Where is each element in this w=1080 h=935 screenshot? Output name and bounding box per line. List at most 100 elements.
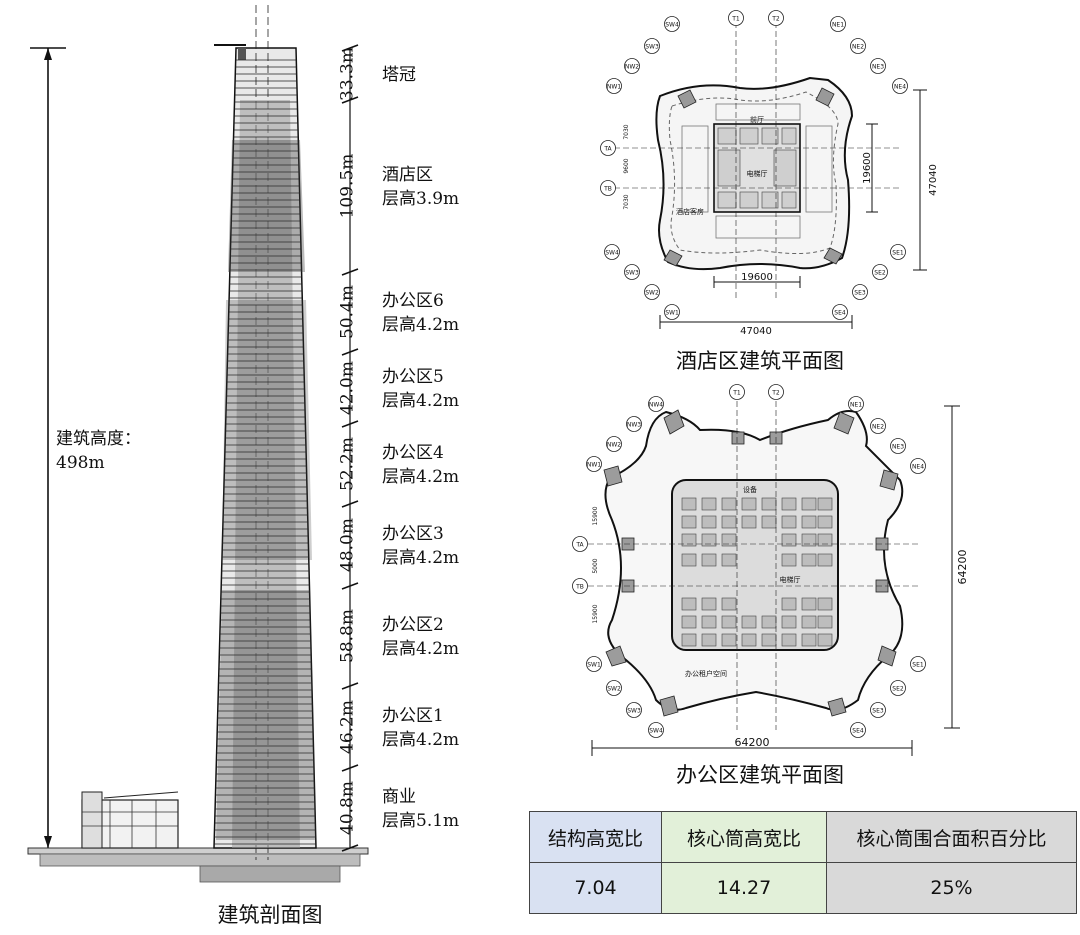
zone-floor-height-2: 层高3.9m: [382, 189, 459, 209]
zone-dim-4: 42.0m: [338, 361, 358, 415]
svg-text:NE4: NE4: [912, 464, 924, 471]
office-sub-dim-1: 15900: [592, 506, 599, 525]
hotel-grid-bubble: TA: [600, 140, 616, 156]
zone-name-3: 办公区6: [382, 291, 444, 311]
svg-text:NE2: NE2: [852, 44, 864, 51]
zone-dim-9: 40.8m: [338, 781, 358, 835]
office-grid-bubble: SE2: [890, 680, 906, 696]
office-grid-bubble: NW1: [586, 456, 602, 472]
svg-text:SE3: SE3: [854, 290, 866, 297]
dim-arrow-top: [44, 48, 52, 60]
office-grid-bubble: T1: [729, 384, 745, 400]
dim-arrow-bottom: [44, 836, 52, 848]
ground-line: [27, 847, 369, 855]
svg-text:NW3: NW3: [627, 422, 641, 429]
hotel-grid-bubble: SW4: [664, 16, 680, 32]
office-sub-dim-3: 15900: [592, 604, 599, 623]
svg-text:SW3: SW3: [627, 708, 641, 715]
hotel-plan-caption: 酒店区建筑平面图: [676, 349, 844, 373]
zone-floor-height-8: 层高4.2m: [382, 730, 459, 750]
zone-dim-5: 52.2m: [338, 437, 358, 491]
office-grid-bubble: SW1: [586, 656, 602, 672]
zone-name-7: 办公区2: [382, 615, 444, 635]
hotel-grid-bubble: NW2: [624, 58, 640, 74]
svg-text:SE2: SE2: [892, 686, 904, 693]
svg-text:SE4: SE4: [834, 310, 846, 317]
svg-text:SW3: SW3: [625, 270, 639, 277]
header-core-area-percent: 核心筒围合面积百分比: [826, 811, 1077, 863]
hotel-grid-bubble: SW1: [664, 304, 680, 320]
zone-dim-3: 50.4m: [338, 285, 358, 339]
total-height-label: 建筑高度：: [56, 429, 141, 449]
value-core-aspect-ratio: 14.27: [661, 862, 827, 914]
office-grid-bubble: TB: [572, 578, 588, 594]
zone-name-9: 商业: [382, 787, 416, 807]
svg-text:T1: T1: [731, 16, 740, 23]
zone-dim-2: 109.5m: [338, 154, 358, 219]
foundation: [199, 865, 341, 883]
hotel-room-label-rooms: 酒店客房: [676, 207, 704, 216]
office-plan-caption: 办公区建筑平面图: [676, 763, 844, 787]
office-grid-bubble: SE3: [870, 702, 886, 718]
zone-name-4: 办公区5: [382, 367, 444, 387]
office-room-label-lobby: 电梯厅: [780, 575, 801, 584]
office-grid-bubble: SW3: [626, 702, 642, 718]
tower-core: [232, 100, 300, 848]
office-grid-bubble: SE4: [850, 722, 866, 738]
value-core-area-percent: 25%: [826, 862, 1077, 914]
zone-name-5: 办公区4: [382, 443, 444, 463]
svg-text:SE3: SE3: [872, 708, 884, 715]
office-grid-bubble: NW3: [626, 416, 642, 432]
hotel-width-dim-text: 47040: [740, 326, 772, 337]
office-grid-bubble: NE2: [870, 418, 886, 434]
hotel-grid-bubble: T2: [768, 10, 784, 26]
hotel-grid-bubble: NE3: [870, 58, 886, 74]
svg-text:NW1: NW1: [587, 462, 601, 469]
svg-text:NW2: NW2: [607, 442, 621, 449]
svg-text:SW4: SW4: [649, 728, 663, 735]
stats-header-row: 结构高宽比 核心筒高宽比 核心筒围合面积百分比: [529, 811, 1077, 863]
office-room-label-equip: 设备: [743, 485, 757, 494]
office-height-dim-text: 64200: [956, 550, 969, 585]
zone-floor-height-9: 层高5.1m: [382, 811, 459, 831]
svg-text:TA: TA: [603, 146, 612, 153]
office-width-dim-text: 64200: [735, 736, 770, 749]
zone-dim-6: 48.0m: [338, 518, 358, 572]
svg-text:NE1: NE1: [850, 402, 862, 409]
hotel-grid-bubble: SE3: [852, 284, 868, 300]
hotel-core-width-text: 19600: [741, 272, 773, 283]
svg-text:SW3: SW3: [645, 44, 659, 51]
svg-text:NW2: NW2: [625, 64, 639, 71]
svg-text:NE3: NE3: [892, 444, 904, 451]
svg-text:NW4: NW4: [649, 402, 663, 409]
value-aspect-ratio: 7.04: [529, 862, 662, 914]
zone-name-6: 办公区3: [382, 524, 444, 544]
hotel-room-label-front: 前厅: [750, 115, 764, 124]
svg-text:T1: T1: [732, 390, 741, 397]
section-caption: 建筑剖面图: [218, 903, 323, 927]
svg-text:SW1: SW1: [665, 310, 679, 317]
hotel-grid-bubble: NE4: [892, 78, 908, 94]
office-floor-plan: 64200 64200 33800 33800 15900 5000 15900…: [572, 384, 969, 787]
office-sub-dim-2: 5000: [592, 558, 599, 573]
hotel-grid-bubble: SW4: [604, 244, 620, 260]
office-grid-bubble: NE1: [848, 396, 864, 412]
office-grid-bubble: SW4: [648, 722, 664, 738]
office-grid-bubble: T2: [768, 384, 784, 400]
zone-name-8: 办公区1: [382, 706, 444, 726]
svg-text:SE4: SE4: [852, 728, 864, 735]
office-grid-bubble: NW4: [648, 396, 664, 412]
office-grid-bubble: NW2: [606, 436, 622, 452]
hotel-core-height-text: 19600: [862, 152, 873, 184]
hotel-grid-bubble: SE4: [832, 304, 848, 320]
svg-text:SW4: SW4: [605, 250, 619, 257]
svg-text:SE2: SE2: [874, 270, 886, 277]
hotel-grid-bubble: SW3: [644, 38, 660, 54]
header-core-aspect-ratio: 核心筒高宽比: [661, 811, 827, 863]
zone-name-2: 酒店区: [382, 165, 433, 185]
hotel-sub-dim-1: 7030: [623, 124, 630, 139]
zone-floor-height-7: 层高4.2m: [382, 639, 459, 659]
basement: [39, 853, 361, 867]
svg-text:SW1: SW1: [587, 662, 601, 669]
